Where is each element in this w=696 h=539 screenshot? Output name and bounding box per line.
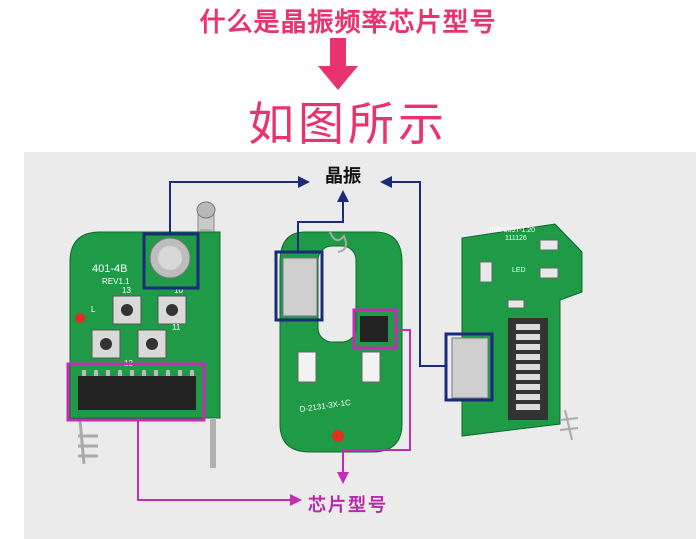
crystal-label: 晶振 xyxy=(325,166,361,187)
right-board-date: 111126 xyxy=(505,235,527,242)
page-question: 什么是晶振频率芯片型号 xyxy=(199,8,497,38)
right-remote-board: JBR-303T-1.20 111126 LED Y1 xyxy=(451,223,583,441)
button-label-13: 13 xyxy=(122,286,131,295)
crystal-arrowheads xyxy=(298,176,392,202)
right-led-label: LED xyxy=(512,267,526,274)
page-caption: 如图所示 xyxy=(248,97,448,151)
chip-model-label: 芯片型号 xyxy=(308,495,388,516)
right-board-model: JBR-303T-1.20 xyxy=(488,227,535,234)
middle-remote-board: D-2131-3X-1C xyxy=(279,231,403,453)
down-arrow-icon xyxy=(318,38,358,90)
crystal-connector-lines xyxy=(169,181,446,367)
led-label: L xyxy=(91,305,96,314)
board-model-text: 401-4B xyxy=(92,263,127,275)
chip-arrowheads xyxy=(290,472,349,506)
left-remote-board: 401-4B REV1.1 13 10 11 12 L xyxy=(69,201,221,468)
button-label-11: 11 xyxy=(172,323,181,332)
board-rev-text: REV1.1 xyxy=(102,277,130,286)
chip-connector-lines xyxy=(137,329,411,501)
button-label-10: 10 xyxy=(174,286,183,295)
